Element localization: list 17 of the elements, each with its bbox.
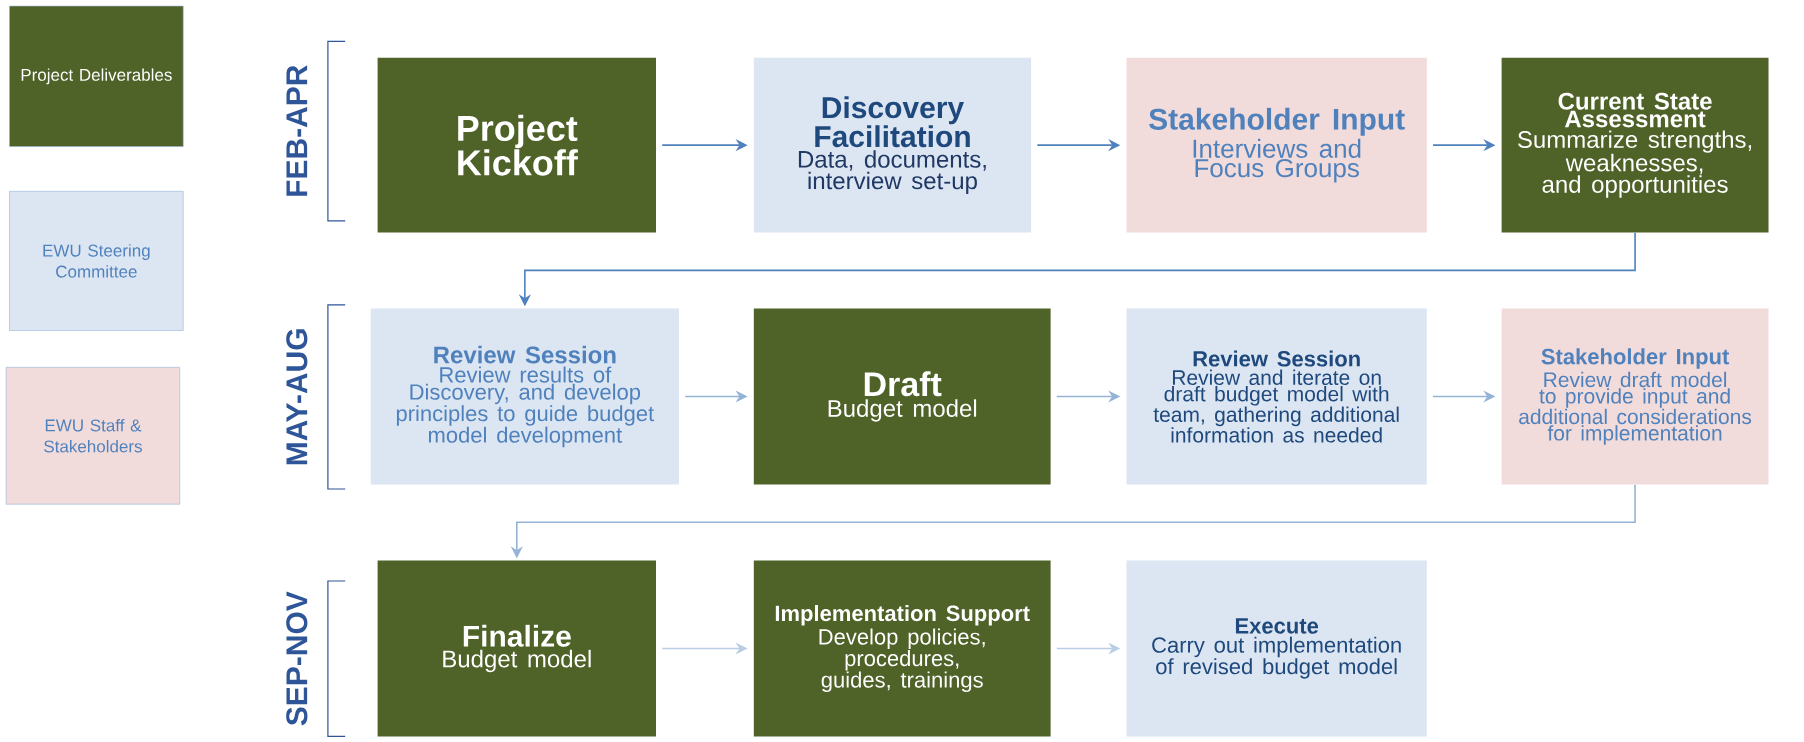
- period-label: MAY-AUG: [286, 329, 308, 465]
- process-box: Execute Carry out implementation of revised budget model: [1126, 560, 1427, 737]
- process-box: Current State Assessment Summarize strengths, weaknesses, and opportunities: [1501, 57, 1769, 233]
- process-box: Review Session Review results of Discovery, and develop principles to guide budget model development: [370, 308, 679, 485]
- process-box: Finalize Budget model: [377, 560, 656, 737]
- process-box: Discovery Facilitation Data, documents, interview set-up: [753, 57, 1032, 233]
- period-label: SEP-NOV: [286, 591, 308, 726]
- process-box: Review Session Review and iterate on draft budget model with team, gathering additional information as needed: [1126, 308, 1427, 485]
- process-box: Draft Budget model: [753, 308, 1051, 485]
- process-box: Implementation Support Develop policies, procedures, guides, trainings: [753, 560, 1051, 737]
- period-label: FEB-APR: [286, 65, 308, 196]
- process-box: Project Kickoff: [377, 57, 656, 233]
- process-box: Stakeholder Input Interviews and Focus Groups: [1126, 57, 1427, 233]
- process-box: Stakeholder Input Review draft model to provide input and additional considerations for implementation: [1501, 308, 1769, 485]
- legend-text: EWU Steering Committee: [43, 244, 150, 278]
- legend-text: Project Deliverables: [21, 68, 172, 85]
- legend-text: EWU Staff & Stakeholders: [44, 419, 142, 453]
